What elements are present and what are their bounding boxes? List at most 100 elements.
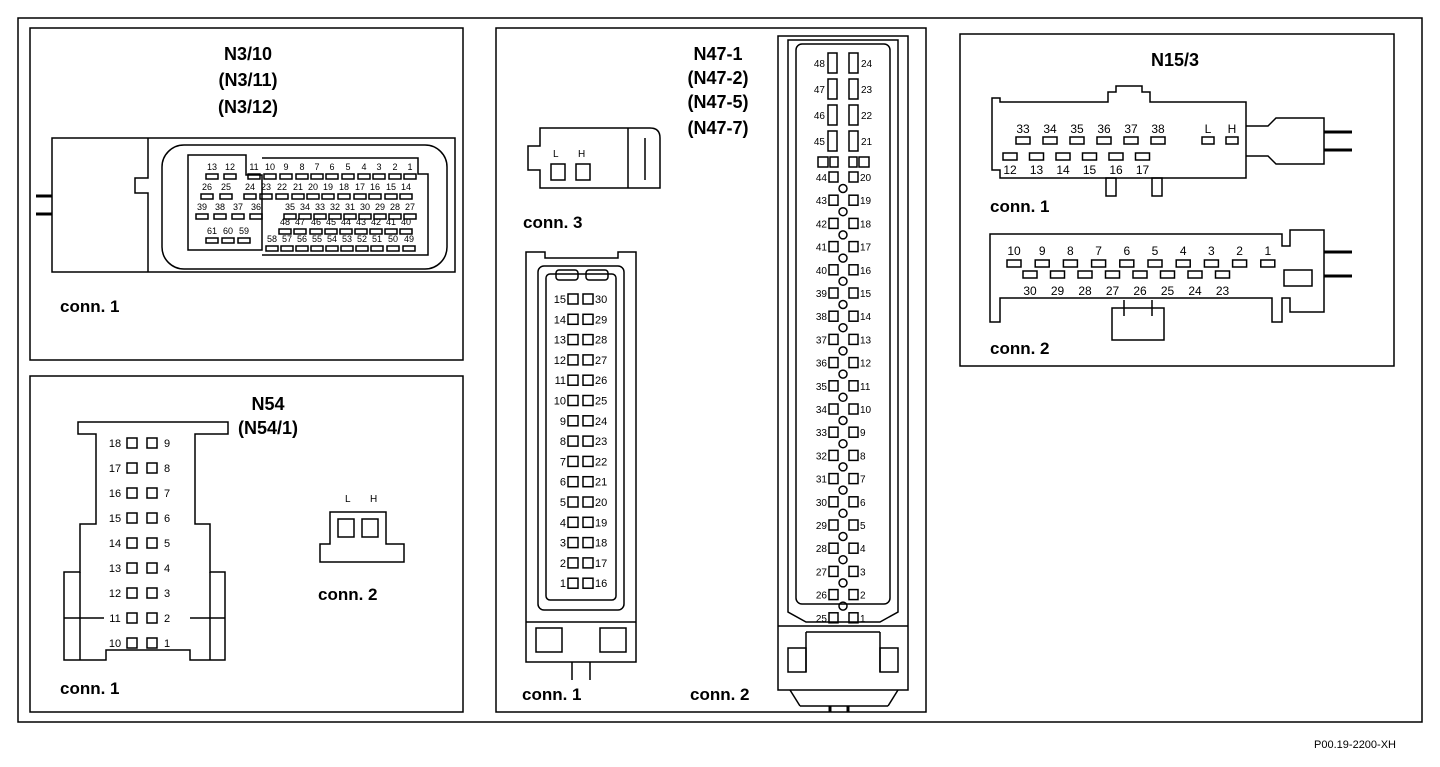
pin-cavity bbox=[399, 193, 413, 200]
pin-label: 14 bbox=[860, 312, 872, 323]
n47-title-1: N47-1 bbox=[693, 44, 742, 64]
pin-cavity bbox=[358, 213, 372, 220]
pin-label: 31 bbox=[345, 202, 355, 212]
pin-cavity bbox=[827, 78, 838, 100]
pin-cavity bbox=[126, 487, 138, 499]
pin-cavity bbox=[1006, 259, 1022, 268]
pin-label: 5 bbox=[164, 538, 170, 550]
pin-ring bbox=[838, 253, 848, 263]
pin-cavity bbox=[828, 565, 839, 578]
pin-label: 11 bbox=[249, 162, 258, 172]
pin-cavity bbox=[848, 264, 859, 276]
pin-label: 28 bbox=[1078, 284, 1092, 298]
pin-label: 9 bbox=[1039, 244, 1046, 258]
pin-cavity bbox=[1077, 270, 1093, 279]
pin-cavity bbox=[370, 245, 384, 252]
n54-h-label: H bbox=[370, 494, 377, 505]
pin-label: 9 bbox=[283, 162, 288, 172]
pin-cavity bbox=[1090, 259, 1107, 268]
pin-label: 24 bbox=[1188, 284, 1202, 298]
n47-conn1-label: conn. 1 bbox=[522, 685, 582, 704]
pin-label: 10 bbox=[554, 396, 566, 408]
pin-label: 40 bbox=[401, 217, 411, 227]
pin-cavity bbox=[263, 173, 277, 180]
pin-cavity bbox=[567, 333, 579, 346]
pin-label: 21 bbox=[861, 137, 873, 148]
n3-title-2: (N3/11) bbox=[218, 70, 277, 90]
pin-label: 27 bbox=[595, 355, 607, 367]
pin-label: 15 bbox=[554, 294, 566, 306]
pin-cavity bbox=[298, 213, 312, 220]
pin-label: 2 bbox=[164, 613, 170, 625]
pin-label: 29 bbox=[595, 314, 607, 326]
pin-label: 34 bbox=[816, 405, 828, 416]
pin-label: 35 bbox=[816, 382, 828, 393]
pin-cavity bbox=[828, 240, 839, 253]
pin-label: 50 bbox=[388, 234, 398, 244]
pin-label: 24 bbox=[245, 182, 255, 192]
panel-n54-frame bbox=[29, 375, 464, 713]
pin-cavity bbox=[1187, 270, 1203, 279]
pin-label: 16 bbox=[1109, 163, 1123, 177]
pin-cavity bbox=[386, 245, 400, 252]
pin-cavity bbox=[341, 173, 355, 180]
pin-label: 20 bbox=[308, 182, 318, 192]
pin-label: 3 bbox=[164, 588, 170, 600]
pin-cavity bbox=[205, 237, 219, 244]
pin-cavity bbox=[567, 415, 579, 427]
pin-label: 30 bbox=[1023, 284, 1037, 298]
pin-label: 18 bbox=[109, 438, 121, 450]
pin-label: 21 bbox=[595, 477, 607, 489]
pin-label: 18 bbox=[860, 219, 872, 230]
pin-label: 13 bbox=[1030, 163, 1044, 177]
pin-label: 47 bbox=[814, 85, 826, 96]
pin-label: 47 bbox=[295, 217, 305, 227]
n54-l-label: L bbox=[345, 494, 351, 505]
pin-label: 17 bbox=[1136, 163, 1150, 177]
pin-cavity bbox=[126, 587, 138, 599]
pin-cavity bbox=[828, 612, 839, 624]
pin-label: 33 bbox=[315, 202, 325, 212]
pin-label: 45 bbox=[326, 217, 336, 227]
pin-cavity bbox=[369, 228, 383, 235]
pin-cavity bbox=[582, 435, 594, 447]
n47-l-label: L bbox=[553, 149, 559, 160]
pin-label: 30 bbox=[595, 294, 607, 306]
pin-cavity bbox=[1034, 259, 1050, 268]
pin-cavity bbox=[265, 245, 279, 252]
pin-cavity bbox=[567, 394, 579, 407]
pin-cavity bbox=[567, 374, 579, 386]
pin-cavity bbox=[848, 588, 859, 601]
pin-cavity bbox=[1123, 136, 1139, 145]
pin-label: 3 bbox=[560, 538, 566, 550]
n54-title-2: (N54/1) bbox=[238, 418, 298, 438]
pin-cavity bbox=[1062, 259, 1079, 268]
pin-cavity bbox=[343, 213, 357, 220]
pin-label: 41 bbox=[816, 243, 828, 254]
n47-conn1-housing bbox=[525, 251, 637, 663]
pin-cavity bbox=[146, 612, 158, 624]
pin-cavity bbox=[324, 228, 338, 235]
pin-label: 54 bbox=[327, 234, 337, 244]
pin-label: 25 bbox=[595, 396, 607, 408]
pin-cavity bbox=[339, 228, 353, 235]
pin-label: 4 bbox=[860, 544, 866, 555]
pin-label: 16 bbox=[860, 266, 872, 277]
pin-label: 53 bbox=[342, 234, 352, 244]
pin-label: 19 bbox=[860, 196, 872, 207]
pin-label: 25 bbox=[221, 182, 231, 192]
pin-cavity bbox=[388, 173, 402, 180]
pin-cavity bbox=[275, 193, 289, 200]
pin-label: 42 bbox=[371, 217, 381, 227]
pin-label: 60 bbox=[223, 226, 233, 236]
pin-cavity bbox=[1022, 270, 1038, 279]
pin-label: 32 bbox=[330, 202, 340, 212]
pin-label: 27 bbox=[816, 567, 828, 578]
pin-cavity bbox=[310, 245, 324, 252]
pin-label: 7 bbox=[1095, 244, 1102, 258]
pin-cavity bbox=[828, 588, 839, 601]
pin-cavity bbox=[126, 462, 138, 474]
pin-ring bbox=[838, 183, 848, 194]
